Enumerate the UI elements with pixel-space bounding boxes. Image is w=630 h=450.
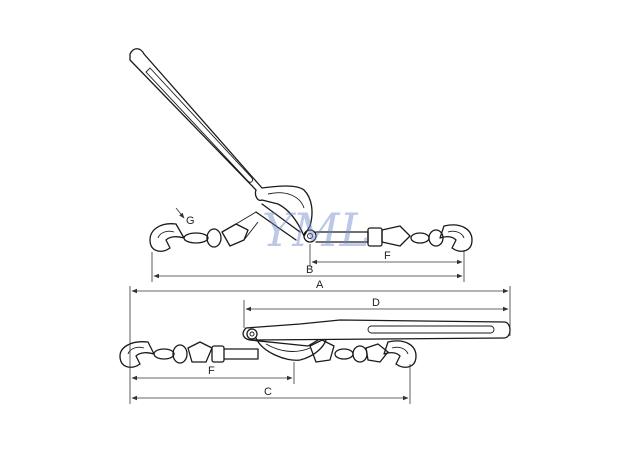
top-right-chain [410,229,444,247]
label-c: C [264,386,272,398]
bottom-left-tension-bar [211,345,259,363]
bottom-handle [242,319,511,341]
top-binder-open [129,48,473,252]
bottom-left-grab-hook [119,341,155,368]
top-left-chain [183,228,222,248]
label-g: G [186,215,195,227]
top-handle [129,48,313,237]
label-a: A [316,279,324,291]
top-left-swivel [221,211,259,247]
bottom-binder-closed [119,319,511,368]
label-d: D [372,297,380,309]
label-b: B [306,264,313,276]
top-left-grab-hook [149,223,185,252]
top-right-grab-hook [439,224,473,252]
bottom-right-swivel [309,339,335,363]
bottom-right-chain [334,343,389,363]
bottom-dimensions: A D F C [129,279,511,404]
label-f-top: F [384,250,391,262]
bottom-body [249,337,327,361]
label-f-bottom: F [208,365,215,377]
bottom-right-grab-hook [383,340,417,368]
top-right-swivel [381,225,411,247]
bottom-left-chain [153,341,213,364]
top-dimensions: G B F [151,207,465,282]
top-pivot [255,203,317,243]
watermark-logo: YML [262,203,370,257]
